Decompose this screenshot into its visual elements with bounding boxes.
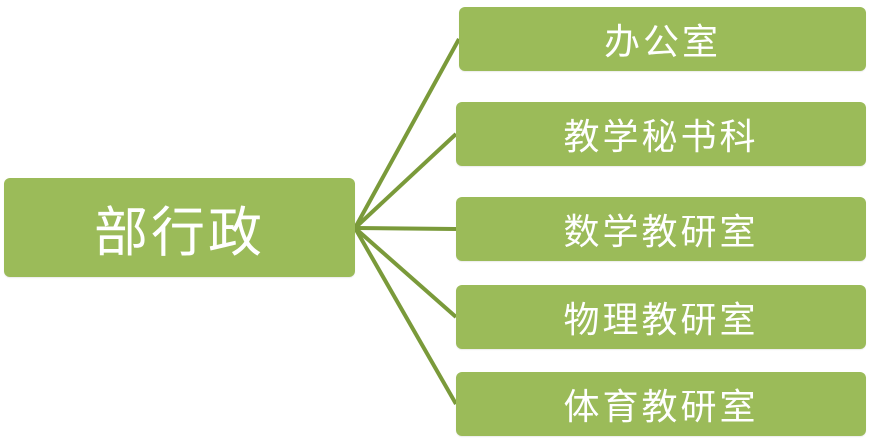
connector-line-2	[353, 132, 458, 230]
root-node: 部行政	[4, 178, 355, 277]
child-node-label: 办公室	[603, 22, 721, 63]
child-node-math-office: 数学教研室	[456, 197, 866, 261]
child-node-label: 数学教研室	[563, 212, 759, 253]
child-node-office: 办公室	[459, 7, 866, 71]
connector-line-4	[353, 226, 458, 319]
child-node-label: 体育教研室	[563, 387, 759, 428]
child-node-label: 教学秘书科	[563, 117, 759, 158]
child-node-physics-office: 物理教研室	[456, 285, 866, 349]
child-node-teaching-secretary: 教学秘书科	[456, 102, 866, 166]
child-node-pe-office: 体育教研室	[456, 372, 866, 436]
root-node-label: 部行政	[94, 201, 265, 264]
connector-line-1	[353, 38, 461, 229]
child-node-label: 物理教研室	[563, 300, 759, 341]
connector-line-5	[353, 227, 458, 405]
connector-line-3	[354, 226, 457, 231]
